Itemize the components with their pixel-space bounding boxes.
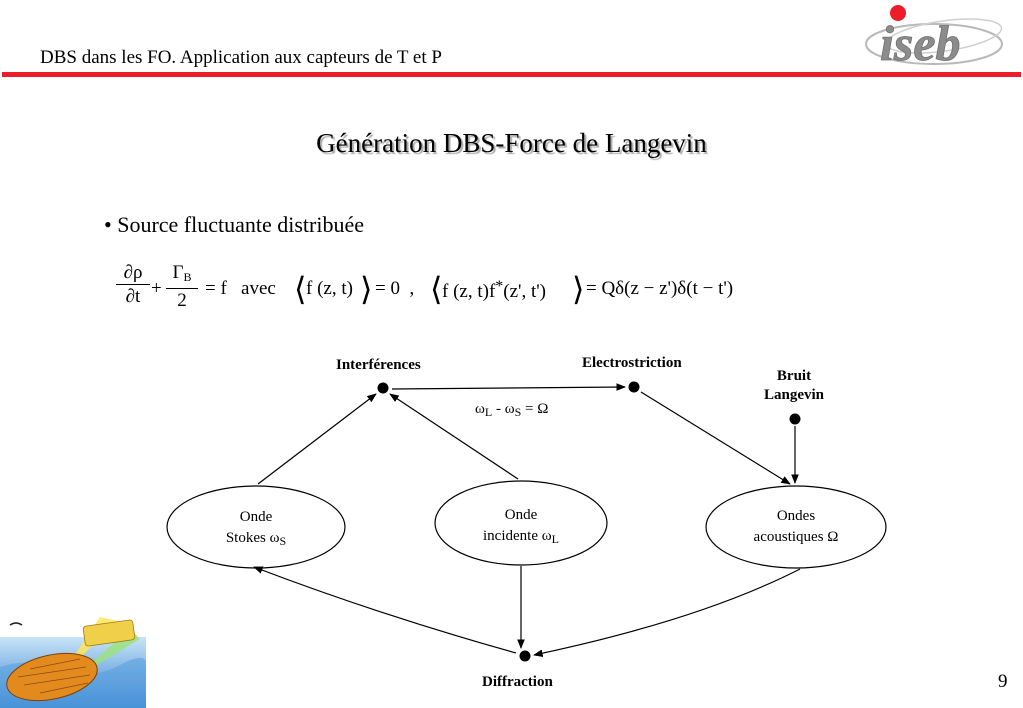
bird-icon <box>9 622 23 626</box>
bracket-right: ⟩ <box>572 271 585 307</box>
plus-sign: + <box>151 278 162 299</box>
fraction-denominator: ∂t <box>125 286 141 307</box>
arrow-acoustic-to-diffraction <box>533 568 801 657</box>
frequency-relation: ωL - ωS = Ω <box>475 401 549 419</box>
fraction-drho-dt: ∂ρ ∂t <box>116 262 150 309</box>
header-title: DBS dans les FO. Application aux capteur… <box>40 47 442 68</box>
bracket-right: ⟩ <box>360 271 373 307</box>
logo-text: iseb <box>880 15 961 71</box>
interferences-node <box>377 382 389 394</box>
logo-red-dot-icon <box>890 5 906 21</box>
equation-text: f (z, t) <box>306 278 353 299</box>
fiber-disk-icon <box>6 652 98 702</box>
arrow-electrostriction-to-acoustic <box>640 391 791 485</box>
acoustic-wave-ellipse <box>705 485 887 569</box>
incident-wave-ellipse <box>434 480 608 566</box>
fiber-lines <box>17 658 91 694</box>
lab-logo <box>0 617 146 708</box>
bullet-item: • Source fluctuante distribuée <box>104 212 365 237</box>
page-number: 9 <box>998 671 1008 692</box>
diffraction-label: Diffraction <box>482 674 553 690</box>
electrostriction-label: Electrostriction <box>582 355 682 371</box>
logo-plate <box>82 619 136 647</box>
equation-text: = f avec <box>205 278 276 299</box>
equation-text: = Qδ(z − z')δ(t − t') <box>586 278 734 299</box>
slide-title: Génération DBS-Force de Langevin <box>316 128 707 158</box>
fraction-numerator: ∂ρ <box>116 262 150 285</box>
bruit-langevin-node <box>789 413 801 425</box>
fraction-denominator: 2 <box>177 290 187 311</box>
arrow-incident-to-interferences <box>389 393 519 480</box>
diffraction-node <box>519 650 531 662</box>
header-rule <box>2 72 1021 77</box>
logo-orbit-icon <box>885 18 1003 54</box>
bracket-left: ⟨ <box>294 271 307 307</box>
equation-text: = 0 , <box>375 278 415 299</box>
electrostriction-node <box>628 381 640 393</box>
bracket-left: ⟨ <box>430 271 443 307</box>
fraction-numerator: ΓB <box>166 262 198 289</box>
fraction-gamma-over-2: ΓB 2 <box>166 262 198 313</box>
equation-text: f (z, t)f*(z', t') <box>442 278 546 302</box>
arrow-interferences-to-electrostriction <box>391 383 626 391</box>
logo-orbit-icon <box>865 23 1003 65</box>
arrow-stokes-to-interferences <box>257 393 377 485</box>
iseb-logo: iseb <box>865 5 1003 71</box>
arrow-diffraction-to-stokes <box>253 566 517 654</box>
interferences-label: Interférences <box>336 357 421 373</box>
